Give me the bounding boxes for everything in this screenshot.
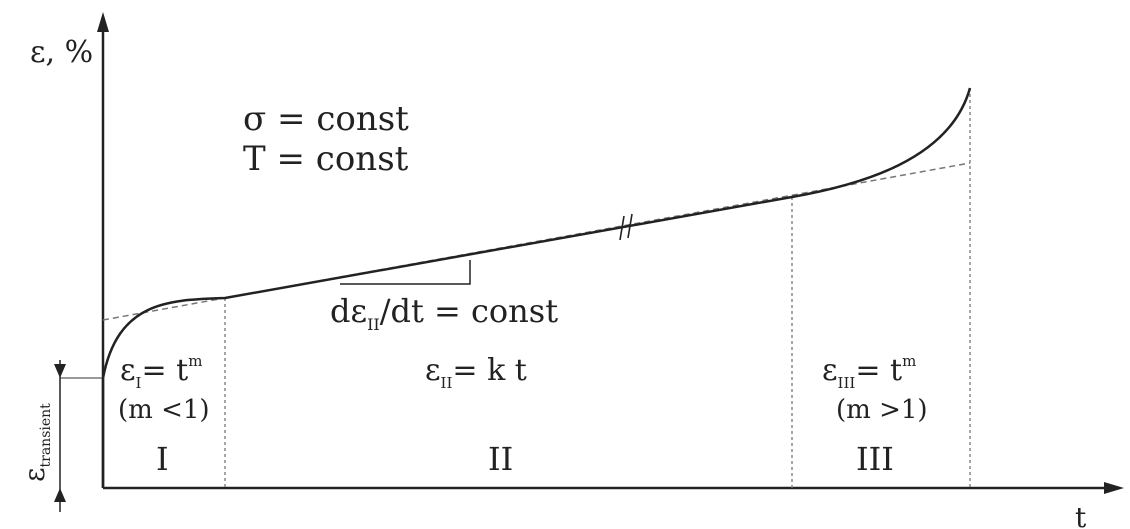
stage-3-condition: (m >1) (836, 395, 928, 425)
stage-1-condition: (m <1) (118, 395, 210, 425)
stage-2-equation: εII= k t (425, 353, 527, 392)
y-axis-label: ε, % (30, 35, 93, 70)
temperature-condition: T = const (243, 139, 409, 179)
x-axis-arrow (1104, 482, 1124, 494)
break-mark-left (619, 215, 625, 241)
transient-strain-label: εtransient (18, 403, 54, 482)
break-mark-right (627, 213, 633, 239)
stage-1-numeral: I (156, 440, 169, 478)
stage-2-numeral: II (488, 440, 513, 478)
stress-condition: σ = const (243, 99, 409, 139)
y-axis-arrow (97, 12, 109, 32)
transient-arrow-down (54, 364, 66, 378)
stage-1-equation: εI= tm (120, 352, 202, 392)
slope-triangle (340, 260, 471, 285)
x-axis-label: t (1075, 501, 1087, 529)
stage-3-equation: εIII= tm (822, 352, 916, 392)
transient-arrow-up (54, 488, 66, 502)
slope-label: dεII/dt = const (330, 292, 558, 334)
creep-curve (101, 87, 972, 488)
stage-3-numeral: III (856, 440, 894, 478)
